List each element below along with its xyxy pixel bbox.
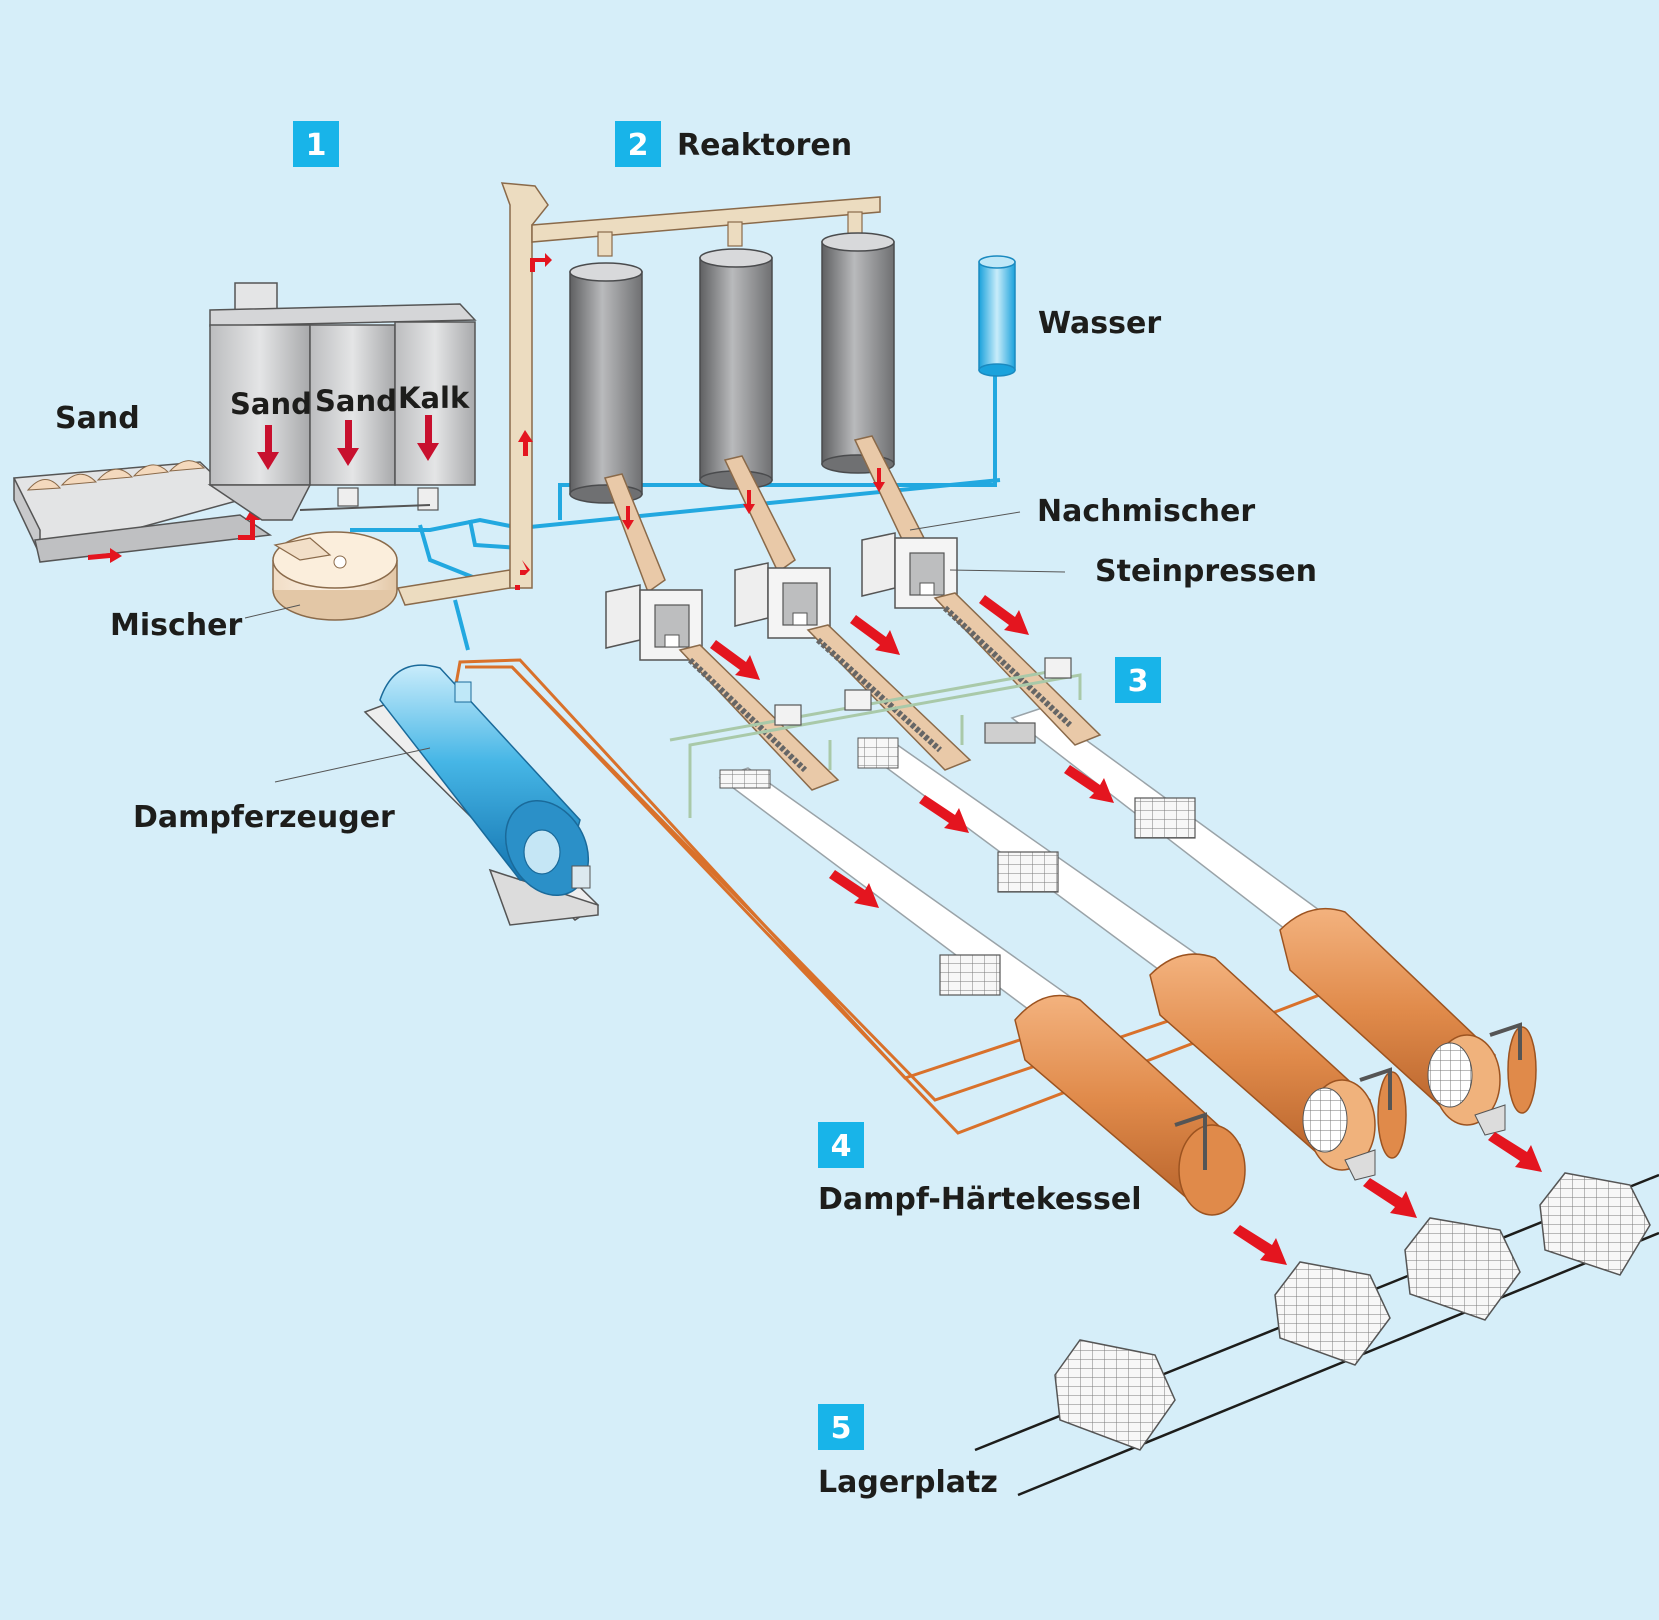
label-silo-sand-2: Sand <box>315 384 397 418</box>
red-arrow-icon <box>622 468 885 530</box>
label-steinpressen: Steinpressen <box>1095 554 1317 589</box>
transfer-carriages <box>774 657 1072 744</box>
reactor-silo <box>821 232 895 474</box>
svg-text:2: 2 <box>628 128 649 163</box>
mixer <box>272 531 398 621</box>
step-badge-4: 4 <box>818 1122 864 1168</box>
step-badge-3: 3 <box>1115 657 1161 703</box>
red-arrow-icon <box>515 253 552 590</box>
label-mischer: Mischer <box>110 608 242 643</box>
svg-text:4: 4 <box>831 1129 852 1164</box>
red-arrow-icon <box>88 508 260 563</box>
step-badge-2: 2 <box>615 121 661 167</box>
sand-hopper <box>12 460 273 563</box>
label-wasser: Wasser <box>1038 306 1161 341</box>
autoclave <box>1014 994 1246 1216</box>
brick-stack-icon <box>939 797 1196 996</box>
red-arrow-icon <box>710 595 1029 680</box>
step-badge-5: 5 <box>818 1404 864 1450</box>
brick-stack-icon <box>1274 1261 1391 1366</box>
brick-press <box>734 562 831 639</box>
label-sand: Sand <box>55 401 140 436</box>
reactor-silo <box>699 248 773 490</box>
brick-stack-icon <box>1539 1172 1651 1276</box>
step-badge-1: 1 <box>293 121 339 167</box>
label-silo-sand-1: Sand <box>230 387 312 421</box>
brick-stack-icon <box>1404 1217 1521 1321</box>
svg-text:5: 5 <box>831 1411 852 1446</box>
brick-presses <box>605 532 958 661</box>
red-arrow-icon <box>829 765 1114 908</box>
steam-generator <box>363 664 600 926</box>
autoclaves <box>1014 907 1537 1216</box>
autoclave <box>1279 907 1537 1136</box>
autoclave <box>1149 953 1407 1181</box>
press-output-conveyors <box>678 592 1102 791</box>
svg-text:1: 1 <box>306 128 327 163</box>
label-dampf-haertekessel: Dampf-Härtekessel <box>818 1182 1142 1217</box>
storage-bins <box>207 282 477 521</box>
step-badges: 1 2 3 4 5 <box>293 121 1161 1450</box>
bucket-elevator <box>396 182 881 606</box>
label-dampferzeuger: Dampferzeuger <box>133 800 395 835</box>
label-lagerplatz: Lagerplatz <box>818 1465 998 1500</box>
storage-carts <box>1054 1172 1651 1451</box>
svg-text:3: 3 <box>1128 664 1149 699</box>
brick-press <box>861 532 958 609</box>
red-arrow-icon <box>257 415 439 470</box>
leader-lines <box>244 511 1066 783</box>
labels: Reaktoren Sand Sand Sand Kalk Wasser Nac… <box>55 128 1317 1500</box>
label-silo-kalk: Kalk <box>398 381 470 415</box>
brick-stack-icon <box>719 737 899 789</box>
brick-stack-icon <box>1054 1339 1176 1451</box>
red-arrow-icon <box>1233 1132 1542 1265</box>
label-reaktoren: Reaktoren <box>677 128 852 163</box>
water-tank <box>978 255 1016 377</box>
reactor-silo <box>569 262 643 504</box>
label-nachmischer: Nachmischer <box>1037 494 1255 529</box>
